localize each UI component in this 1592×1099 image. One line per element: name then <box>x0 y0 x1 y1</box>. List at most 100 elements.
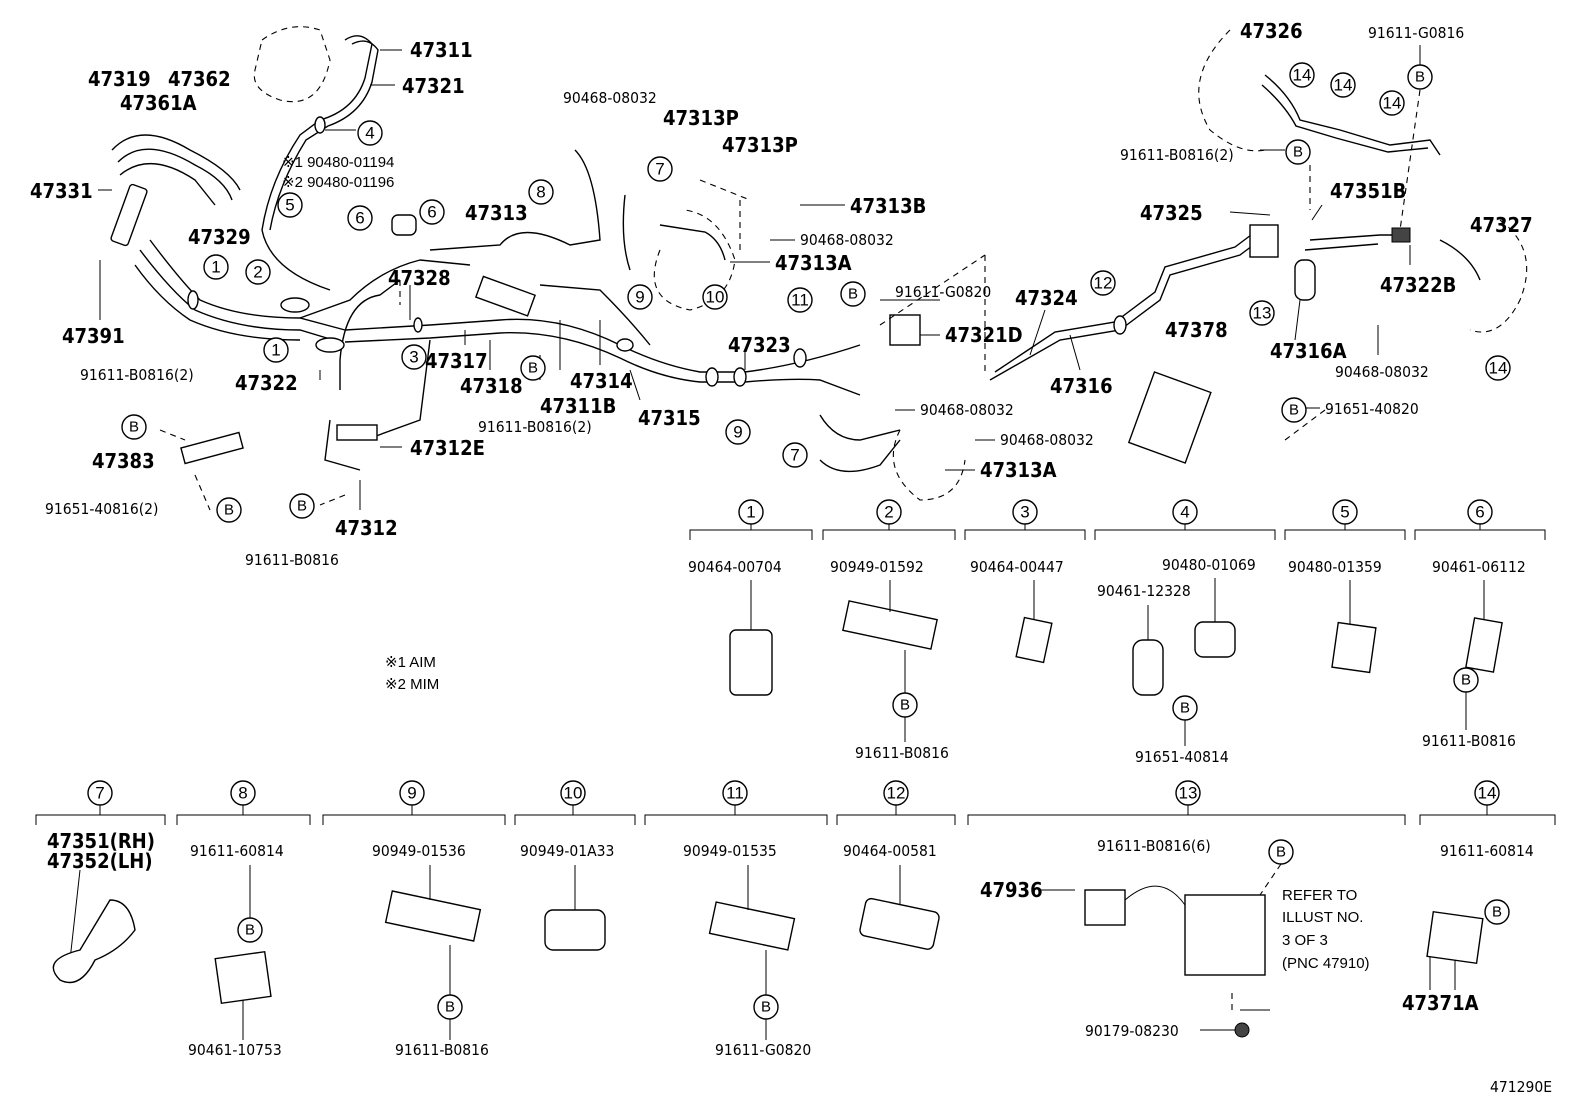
svg-text:13: 13 <box>1179 784 1198 803</box>
legend-callout-2: 2 <box>876 499 902 525</box>
label-47352LH: 47352(LH) <box>47 849 153 873</box>
svg-text:2: 2 <box>253 263 262 282</box>
bolt-marker: B <box>289 493 315 519</box>
label-90468-08032-b: 90468-08032 <box>800 231 894 249</box>
label-47371A: 47371A <box>1402 991 1479 1015</box>
part-91611-B0816-leg6: 91611-B0816 <box>1422 732 1516 750</box>
label-47327: 47327 <box>1470 213 1533 237</box>
label-47351B: 47351B <box>1330 179 1406 203</box>
label-47319: 47319 <box>88 67 151 91</box>
label-47313A-2: 47313A <box>980 458 1057 482</box>
svg-text:1: 1 <box>746 503 755 522</box>
svg-text:B: B <box>900 697 910 714</box>
callout-5a: 5 <box>277 192 303 218</box>
note-aim: ※1 AIM <box>385 654 436 671</box>
label-90468-08032-a: 90468-08032 <box>563 89 657 107</box>
legend-callout-5: 5 <box>1332 499 1358 525</box>
svg-text:B: B <box>1415 69 1425 86</box>
label-47391: 47391 <box>62 324 125 348</box>
callout-14b: 14 <box>1330 72 1356 98</box>
label-47313B: 47313B <box>850 194 926 218</box>
part-91611-60814-leg8: 91611-60814 <box>190 842 284 860</box>
svg-text:11: 11 <box>726 784 744 803</box>
label-47362: 47362 <box>168 67 231 91</box>
svg-text:5: 5 <box>1340 503 1349 522</box>
svg-text:2: 2 <box>884 503 893 522</box>
label-90468-08032-c: 90468-08032 <box>920 401 1014 419</box>
svg-text:6: 6 <box>1475 503 1484 522</box>
part-90480-01069: 90480-01069 <box>1162 556 1256 574</box>
label-47312E: 47312E <box>410 436 485 460</box>
label-47328: 47328 <box>388 266 451 290</box>
legend-callout-12: 12 <box>883 780 909 806</box>
figure-code: 471290E <box>1490 1078 1552 1096</box>
svg-text:B: B <box>761 999 771 1016</box>
label-47313P-2: 47313P <box>722 133 798 157</box>
svg-text:B: B <box>297 498 307 515</box>
legend-callout-4: 4 <box>1172 499 1198 525</box>
svg-text:14: 14 <box>1489 359 1508 378</box>
label-91651-40820: 91651-40820 <box>1325 400 1419 418</box>
label-47323: 47323 <box>728 333 791 357</box>
bolt-marker: B <box>520 355 546 381</box>
callout-9a: 9 <box>627 284 653 310</box>
bolt-marker: B <box>216 497 242 523</box>
label-91651-40816-2: 91651-40816(2) <box>45 500 159 518</box>
label-47321: 47321 <box>402 74 465 98</box>
part-90179-08230: 90179-08230 <box>1085 1022 1179 1040</box>
bolt-marker: B <box>1285 139 1311 165</box>
callout-14a: 14 <box>1289 62 1315 88</box>
callout-7a: 7 <box>647 156 673 182</box>
legend-bolt-14: B <box>1484 899 1510 925</box>
label-47313P-1: 47313P <box>663 106 739 130</box>
label-47325: 47325 <box>1140 201 1203 225</box>
part-90949-01A33: 90949-01A33 <box>520 842 614 860</box>
svg-text:6: 6 <box>355 209 364 228</box>
label-91611-B0816-2-a: 91611-B0816(2) <box>1120 146 1234 164</box>
label-47313A-1: 47313A <box>775 251 852 275</box>
callout-11a: 11 <box>787 287 813 313</box>
part-91611-B0816-leg2: 91611-B0816 <box>855 744 949 762</box>
bolt-marker: B <box>121 414 147 440</box>
part-90464-00704: 90464-00704 <box>688 558 782 576</box>
callout-note-2: ※2 90480-01196 <box>282 174 394 191</box>
label-90468-08032-e: 90468-08032 <box>1335 363 1429 381</box>
part-90461-12328: 90461-12328 <box>1097 582 1191 600</box>
label-47314: 47314 <box>570 369 633 393</box>
svg-text:B: B <box>1276 844 1286 861</box>
callout-3a: 3 <box>401 344 427 370</box>
label-91611-B0816-2-c: 91611-B0816(2) <box>478 418 592 436</box>
svg-text:1: 1 <box>271 341 280 360</box>
svg-text:B: B <box>245 922 255 939</box>
callout-note-1: ※1 90480-01194 <box>282 154 394 171</box>
label-47326: 47326 <box>1240 19 1303 43</box>
label-47331: 47331 <box>30 179 93 203</box>
svg-text:4: 4 <box>1180 503 1189 522</box>
legend-bolt-4: B <box>1172 695 1198 721</box>
svg-text:B: B <box>1180 700 1190 717</box>
label-91611-B0816-2-b: 91611-B0816(2) <box>80 366 194 384</box>
legend-bolt-13: B <box>1268 839 1294 865</box>
refer-line-3: 3 OF 3 <box>1282 932 1328 949</box>
label-47351RH: 47351(RH) <box>47 829 155 853</box>
part-90949-01592: 90949-01592 <box>830 558 924 576</box>
legend-callout-7: 7 <box>87 780 113 806</box>
legend-callout-11: 11 <box>722 780 748 806</box>
leader-lines <box>69 45 1431 1011</box>
svg-text:B: B <box>1461 672 1471 689</box>
svg-text:13: 13 <box>1253 304 1272 323</box>
label-47316: 47316 <box>1050 374 1113 398</box>
callout-14c: 14 <box>1379 90 1405 116</box>
label-91611-B0816-a: 91611-B0816 <box>245 551 339 569</box>
svg-text:B: B <box>445 999 455 1016</box>
label-47936: 47936 <box>980 878 1043 902</box>
note-mim: ※2 MIM <box>385 676 439 693</box>
svg-text:14: 14 <box>1383 94 1402 113</box>
callout-14d: 14 <box>1485 355 1511 381</box>
callout-8a: 8 <box>528 179 554 205</box>
part-90480-01359: 90480-01359 <box>1288 558 1382 576</box>
svg-text:5: 5 <box>285 196 294 215</box>
callout-7b: 7 <box>782 442 808 468</box>
part-90464-00447: 90464-00447 <box>970 558 1064 576</box>
